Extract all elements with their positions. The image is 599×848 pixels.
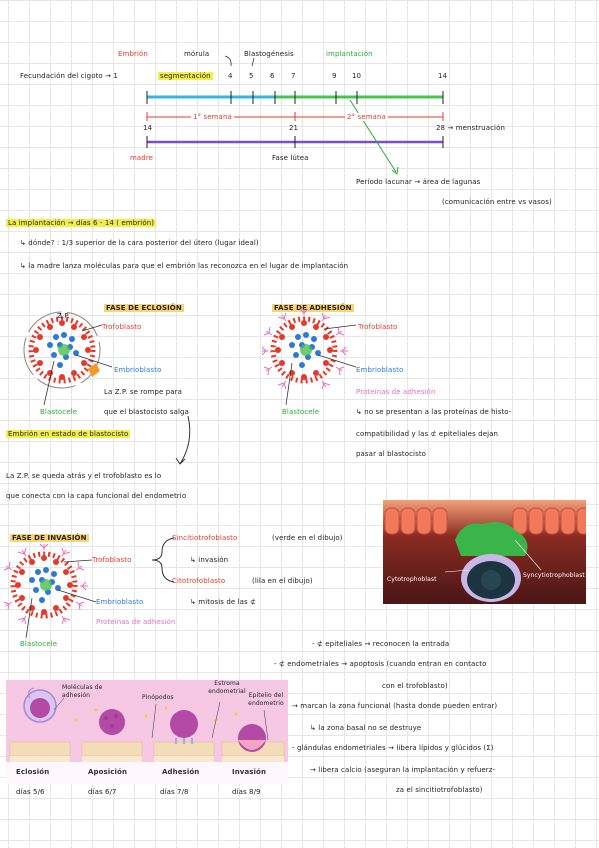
eclosion-after1: La Z.P. se queda atrás y el trofoblasto … bbox=[6, 472, 162, 480]
label-21: 21 bbox=[289, 124, 299, 132]
day-invasion: días 8/9 bbox=[232, 788, 261, 796]
adhesion-title: FASE DE ADHESIÓN bbox=[272, 304, 354, 312]
adhesion-proteinas: Proteínas de adhesión bbox=[356, 388, 436, 396]
diagram-epitelio: Epitelio del endometrio bbox=[248, 692, 284, 707]
label-14: 14 bbox=[143, 124, 153, 132]
intro-line2: ↳ dónde? : 1/3 superior de la cara poste… bbox=[20, 239, 259, 247]
invasion-invasion: ↳ invasión bbox=[190, 556, 229, 564]
invasion-embrio: Embrioblasto bbox=[96, 598, 144, 606]
eclosion-trofo: Trofoblasto bbox=[102, 323, 142, 331]
label-28: 28 → menstruación bbox=[436, 124, 505, 132]
stages-diagram-graphic bbox=[6, 687, 288, 784]
adhesion-trofo: Trofoblasto bbox=[358, 323, 398, 331]
label-morula: mórula bbox=[184, 50, 210, 58]
note-2: - ⊄ endometriales → apoptosis (cuando en… bbox=[274, 660, 487, 668]
day-aposicion: días 6/7 bbox=[88, 788, 117, 796]
eclosion-arrow bbox=[175, 415, 191, 465]
diagram-moleculas: Moléculas de adhesión bbox=[62, 684, 103, 699]
diagram-pinopodos: Pinópodos bbox=[142, 694, 174, 701]
invasion-blastocele: Blastocele bbox=[20, 640, 58, 648]
label-fecundacion: Fecundación del cigoto → 1 bbox=[20, 72, 118, 80]
intro-line3: ↳ la madre lanza moléculas para que el e… bbox=[20, 262, 349, 270]
day-9: 9 bbox=[332, 72, 337, 80]
diagram-estroma: Estroma endometrial bbox=[208, 680, 246, 695]
label-fase-lutea: Fase lútea bbox=[272, 154, 309, 162]
stages-diagram: Moléculas de adhesión Pinópodos Estroma … bbox=[6, 680, 288, 784]
stage-eclosion: Eclosión bbox=[16, 768, 50, 776]
adhesion-note2: compatibilidad y las ⊄ epiteliales dejan bbox=[356, 430, 499, 438]
invasion-cito-note: (lila en el dibujo) bbox=[252, 577, 313, 585]
label-periodo: Período lacunar → área de lagunas bbox=[356, 178, 481, 186]
eclosion-note2: que el blastocisto salga bbox=[104, 408, 189, 416]
intro-line1: La implantación → días 6 - 14 ( embrión) bbox=[6, 219, 157, 227]
eclosion-embrio: Embrioblasto bbox=[114, 366, 162, 374]
label-madre: madre bbox=[130, 154, 154, 162]
timeline-lines bbox=[146, 55, 444, 175]
adhesion-blastocele: Blastocele bbox=[282, 408, 320, 416]
label-periodo-sub: (comunicación entre vs vasos) bbox=[442, 198, 552, 206]
note-3: → marcan la zona funcional (hasta donde … bbox=[292, 702, 498, 710]
note-2b: con el trofoblasto) bbox=[382, 682, 448, 690]
label-embrion: Embrión bbox=[118, 50, 148, 58]
stage-adhesion: Adhesión bbox=[162, 768, 200, 776]
eclosion-blastocyst-drawing bbox=[23, 311, 113, 406]
day-14: 14 bbox=[438, 72, 448, 80]
note-5: - glándulas endometriales → libera lípid… bbox=[292, 744, 494, 752]
invasion-proteinas: Proteínas de adhesión bbox=[96, 618, 176, 626]
note-6: → libera calcio (aseguran la implantació… bbox=[310, 766, 496, 774]
note-6b: za el sincitiotrofoblasto) bbox=[396, 786, 483, 794]
stage-invasion: Invasión bbox=[232, 768, 267, 776]
invasion-title: FASE DE INVASIÓN bbox=[10, 534, 89, 542]
day-7: 7 bbox=[291, 72, 296, 80]
invasion-mitosis: ↳ mitosis de las ⊄ bbox=[190, 598, 257, 606]
day-6: 6 bbox=[270, 72, 275, 80]
eclosion-zp: Z.P. bbox=[57, 312, 70, 320]
implantation-photo: Cytotrophoblast Syncytiotrophoblast bbox=[383, 500, 586, 604]
eclosion-embrion-estado: Embrión en estado de blastocisto bbox=[6, 430, 131, 438]
day-adhesion: días 7/8 bbox=[160, 788, 189, 796]
label-semana2: 2° semana bbox=[345, 113, 388, 121]
eclosion-title: FASE DE ECLOSIÓN bbox=[104, 304, 184, 312]
invasion-trofo: Trofoblasto bbox=[92, 556, 132, 564]
day-4: 4 bbox=[228, 72, 233, 80]
photo-cyto-label: Cytotrophoblast bbox=[387, 576, 437, 583]
note-1: - ⊄ epiteliales → reconocen la entrada bbox=[312, 640, 450, 648]
label-blastogenesis: Blastogénesis bbox=[244, 50, 294, 58]
adhesion-blastocyst-drawing bbox=[262, 308, 357, 406]
label-implantacion: implantación bbox=[326, 50, 373, 58]
implantation-photo-graphic bbox=[383, 500, 586, 604]
day-eclosion: días 5/6 bbox=[16, 788, 45, 796]
label-segmentacion: segmentación bbox=[158, 72, 213, 80]
adhesion-note3: pasar al blastocisto bbox=[356, 450, 427, 458]
invasion-blastocyst-drawing bbox=[3, 543, 97, 639]
label-semana1: 1° semana bbox=[191, 113, 234, 121]
adhesion-embrio: Embrioblasto bbox=[356, 366, 404, 374]
adhesion-note1: ↳ no se presentan a las proteínas de his… bbox=[356, 408, 512, 416]
note-4: ↳ la zona basal no se destruye bbox=[310, 724, 422, 732]
photo-syncy-label: Syncytiotrophoblast bbox=[523, 572, 585, 579]
day-5: 5 bbox=[249, 72, 254, 80]
stage-aposicion: Aposición bbox=[88, 768, 128, 776]
invasion-cito: Citotrofoblasto bbox=[172, 577, 226, 585]
eclosion-note1: La Z.P. se rompe para bbox=[104, 388, 182, 396]
eclosion-blastocele: Blastocele bbox=[40, 408, 78, 416]
invasion-sincitio: Sincitiotrofoblasto bbox=[172, 534, 238, 542]
day-10: 10 bbox=[352, 72, 362, 80]
invasion-brace bbox=[151, 537, 175, 583]
eclosion-after2: que conecta con la capa funcional del en… bbox=[6, 492, 187, 500]
invasion-sincitio-note: (verde en el dibujo) bbox=[272, 534, 343, 542]
